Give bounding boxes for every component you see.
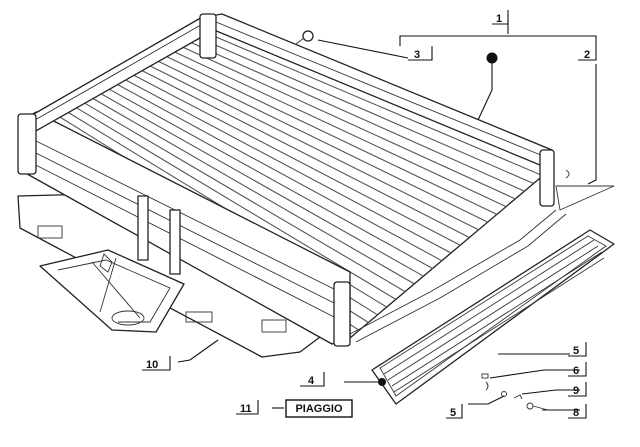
hardware-parts [295, 30, 549, 411]
floor-slat [189, 41, 525, 192]
floor-slat [115, 83, 443, 262]
callout-10-label: 10 [146, 359, 158, 371]
brand-plate-text: PIAGGIO [295, 403, 343, 415]
floor-slat [156, 60, 488, 223]
callout-5b: 5 [446, 404, 463, 419]
cargo-bed [17, 13, 615, 347]
floor-slat [164, 55, 498, 215]
floor-slat [148, 64, 479, 231]
floor-slat [205, 32, 544, 177]
floor-slat [82, 101, 406, 293]
callout-1-label: 1 [496, 13, 502, 25]
floor-slat [91, 97, 415, 285]
callout-3-label: 3 [414, 49, 420, 61]
callout-8-label: 8 [573, 407, 579, 419]
callout-11: 11 [236, 400, 259, 415]
leader-lines [177, 20, 597, 411]
floor-slat [99, 92, 424, 277]
floor-slat [172, 50, 507, 208]
callout-2: 2 [578, 46, 597, 61]
callout-3: 3 [408, 46, 433, 61]
callout-9: 9 [568, 382, 587, 397]
callout-2-label: 2 [584, 49, 590, 61]
floor-slat [123, 78, 452, 254]
callout-4: 4 [300, 372, 325, 387]
callout-4-label: 4 [308, 375, 315, 387]
callout-11-label: 11 [240, 403, 252, 415]
callout-8: 8 [568, 404, 587, 419]
floor-slat [74, 106, 397, 300]
tailgate [371, 229, 615, 405]
callout-6: 6 [568, 362, 587, 377]
floor-slat [197, 36, 534, 185]
floor-slat [131, 73, 461, 246]
floor-slat [140, 69, 470, 238]
callout-5a-label: 5 [573, 345, 579, 357]
floor-slat [181, 45, 516, 200]
callout-1: 1 [492, 10, 509, 25]
callout-6-label: 6 [573, 365, 579, 377]
floor-slat [107, 87, 433, 269]
callout-10: 10 [142, 356, 171, 371]
brand-plate: PIAGGIO [285, 399, 353, 418]
callout-9-label: 9 [573, 385, 579, 397]
callout-5a: 5 [568, 342, 587, 357]
callout-5b-label: 5 [450, 407, 456, 419]
